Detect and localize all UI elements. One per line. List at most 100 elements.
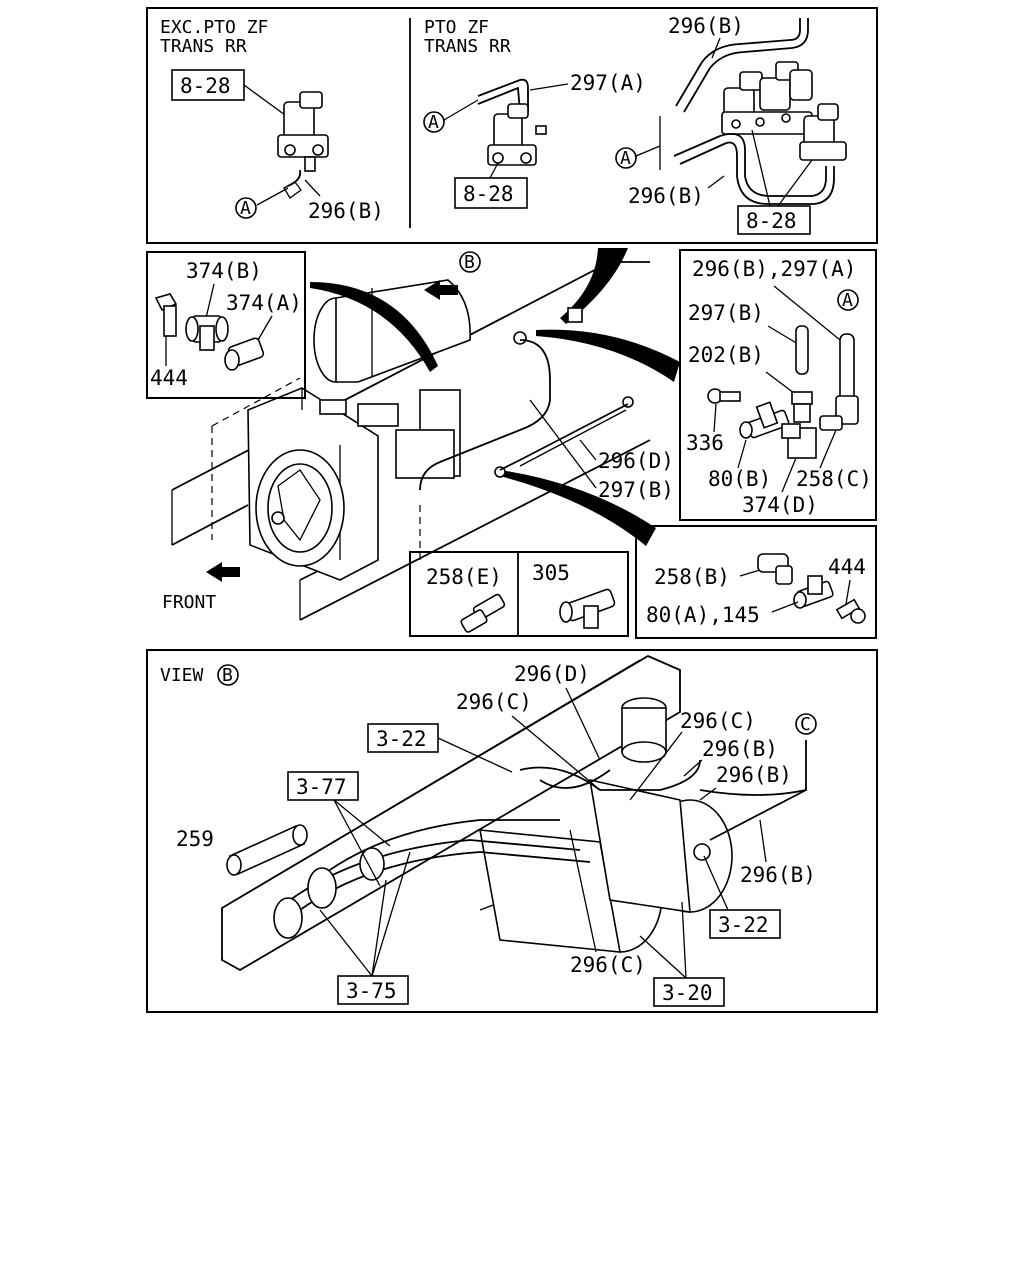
label-296b-left: 296(B) — [308, 199, 384, 223]
hose-main-2 — [499, 403, 629, 471]
arrow-wedge-4 — [500, 470, 656, 546]
circle-a-right-1-text: A — [428, 112, 439, 133]
arrow-wedge-3 — [536, 329, 680, 382]
pto-zf-title-1: PTO ZF — [424, 17, 489, 38]
circle-a-left[interactable] — [235, 197, 257, 219]
ref-box-3-77[interactable] — [287, 771, 359, 801]
label-296c-view-1: 296(C) — [456, 690, 532, 714]
label-444-tee: 444 — [828, 555, 866, 579]
transmission-housing-icon — [247, 387, 379, 581]
arrow-wedge-2 — [560, 248, 628, 324]
grommet-icon-3 — [359, 847, 385, 881]
label-336: 336 — [686, 431, 724, 455]
ref-box-3-20[interactable] — [653, 977, 725, 1007]
label-259: 259 — [176, 827, 214, 851]
ref-box-8-28-left[interactable] — [171, 69, 245, 101]
leader-296b-bottom — [707, 175, 725, 189]
leader-296b-top — [711, 37, 721, 59]
circle-b-view[interactable] — [217, 664, 239, 686]
ref-3-20-text: 3-20 — [662, 981, 713, 1005]
label-444-left: 444 — [150, 366, 188, 390]
tee-374b-icon — [185, 315, 229, 351]
rail-upper-bottom — [171, 504, 249, 546]
bracket-icon — [567, 307, 583, 323]
leader-8-28-right-2 — [777, 159, 813, 207]
ref-8-28-middle-text: 8-28 — [463, 182, 514, 206]
leader-336 — [713, 403, 717, 433]
circle-a-right-1[interactable] — [423, 111, 445, 133]
bolt-336-icon — [707, 388, 741, 404]
leader-3-22-bottom — [703, 855, 729, 911]
label-296b-297a: 296(B),297(A) — [692, 257, 856, 281]
leader-296c-view-2 — [629, 731, 683, 801]
leader-374a — [257, 315, 273, 341]
elbow-258c-icon — [819, 395, 859, 431]
hose-segment-297b-icon — [795, 325, 809, 375]
circle-b-main[interactable] — [459, 251, 481, 273]
circle-a-right-2[interactable] — [615, 147, 637, 169]
solenoid-valve-icon — [277, 91, 329, 172]
hose-296b-left — [287, 169, 302, 187]
view-b-rail — [221, 654, 681, 972]
solenoid-valve-bank-icon — [721, 61, 847, 161]
view-b-frame — [146, 649, 878, 1013]
leader-296b-left — [304, 179, 321, 197]
circle-a-inset[interactable] — [837, 289, 859, 311]
leader-3-20-1 — [639, 935, 687, 979]
fitting-258e-icon — [460, 593, 506, 633]
label-297b-main: 297(B) — [598, 478, 674, 502]
circle-b-main-text: B — [464, 252, 475, 273]
leader-374d — [781, 457, 797, 493]
ref-box-3-22-top[interactable] — [367, 723, 439, 753]
connector-202b-icon — [791, 391, 813, 423]
label-202b: 202(B) — [688, 343, 764, 367]
leader-8-28-right-1 — [751, 129, 771, 207]
leader-296d-view — [565, 687, 601, 761]
label-296b-view-1: 296(B) — [702, 737, 778, 761]
label-296b-bottom: 296(B) — [628, 184, 704, 208]
leader-80a-145 — [771, 601, 799, 613]
circle-c-view[interactable] — [795, 713, 817, 735]
leader-circle-a-2 — [635, 145, 661, 157]
leader-3-77-1 — [333, 799, 391, 847]
hose-main-3 — [519, 409, 627, 467]
leader-258b — [739, 569, 761, 577]
inset-fittings-right: 296(B),297(A) A 297(B) 202(B) 336 80(B) — [679, 249, 877, 521]
label-296d-view: 296(D) — [514, 662, 590, 686]
circle-a-right-2-text: A — [620, 148, 631, 169]
hose-296b-top-inner — [683, 18, 809, 113]
hose-296b-view-2 — [709, 789, 807, 841]
pto-zf-title-2: TRANS RR — [424, 36, 511, 57]
leader-3-77-2 — [333, 799, 381, 887]
leader-8-28-left — [243, 84, 286, 116]
inset-fittings-left-frame — [146, 251, 306, 399]
ref-8-28-right-text: 8-28 — [746, 209, 797, 233]
dashed-outline-2 — [211, 377, 301, 427]
label-297a: 297(A) — [570, 71, 646, 95]
view-b-panel: VIEW B — [146, 649, 878, 1013]
ref-3-22-bottom-text: 3-22 — [718, 913, 769, 937]
bolt-444-icon — [154, 293, 178, 337]
view-b-rail-edge — [221, 659, 641, 909]
label-80a-145: 80(A),145 — [646, 603, 760, 627]
leader-297a — [529, 83, 569, 91]
ref-box-8-28-middle[interactable] — [454, 177, 528, 209]
leader-297b-inset — [767, 325, 799, 345]
top-panel: EXC.PTO ZF TRANS RR 8-28 A 296(B) PTO ZF… — [146, 7, 878, 244]
ref-box-3-22-bottom[interactable] — [709, 909, 781, 939]
leader-3-75-1 — [319, 909, 373, 977]
hose-296b-bottom — [673, 132, 827, 197]
leader-3-22-top — [437, 737, 513, 773]
leader-296b-view-1 — [683, 759, 703, 777]
elbow-258b-icon — [757, 553, 793, 585]
hose-bundle-3 — [315, 819, 560, 881]
exc-pto-title-2: TRANS RR — [160, 36, 247, 57]
ref-box-8-28-right[interactable] — [737, 205, 811, 235]
inset-258e-305-frame — [409, 551, 629, 637]
view-b-title: VIEW — [160, 665, 204, 686]
tee-80a-icon — [793, 575, 834, 609]
ref-box-3-75[interactable] — [337, 975, 409, 1005]
label-80b: 80(B) — [708, 467, 771, 491]
label-374a: 374(A) — [226, 291, 302, 315]
label-258c: 258(C) — [796, 467, 872, 491]
